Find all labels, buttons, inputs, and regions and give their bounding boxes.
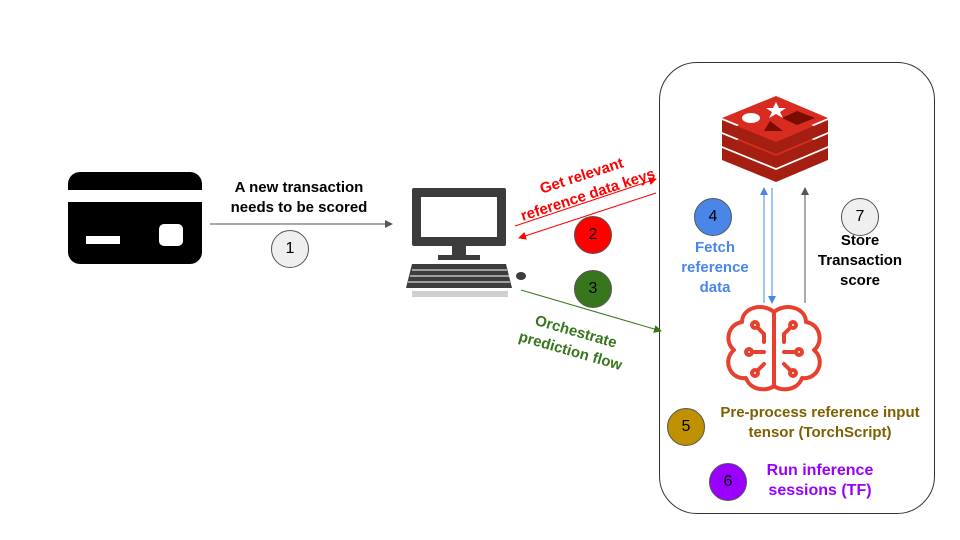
step-4-badge: 4	[694, 198, 732, 236]
redis-logo-icon	[722, 96, 828, 182]
ai-brain-icon	[726, 305, 822, 392]
step-7-label: Store Transaction score	[817, 232, 903, 289]
credit-card-icon	[68, 172, 202, 264]
step-3-badge: 3	[574, 270, 612, 308]
step-4-label: Fetch reference data	[681, 239, 749, 296]
step-1-badge: 1	[271, 230, 309, 268]
computer-icon	[406, 188, 526, 297]
arrow-get-keys	[514, 177, 657, 227]
step-1-label: A new transaction needs to be scored	[230, 179, 368, 216]
step-5-label: Pre-process reference input tensor (Torc…	[720, 404, 920, 441]
step-7-badge: 7	[841, 198, 879, 236]
step-6-label: Run inference sessions (TF)	[766, 462, 874, 499]
step-5-badge: 5	[667, 408, 705, 446]
step-2-badge: 2	[574, 216, 612, 254]
arrow-orchestrate	[520, 289, 662, 333]
step-6-badge: 6	[709, 463, 747, 501]
arrow-return-keys	[518, 192, 657, 240]
services-container	[659, 62, 935, 514]
